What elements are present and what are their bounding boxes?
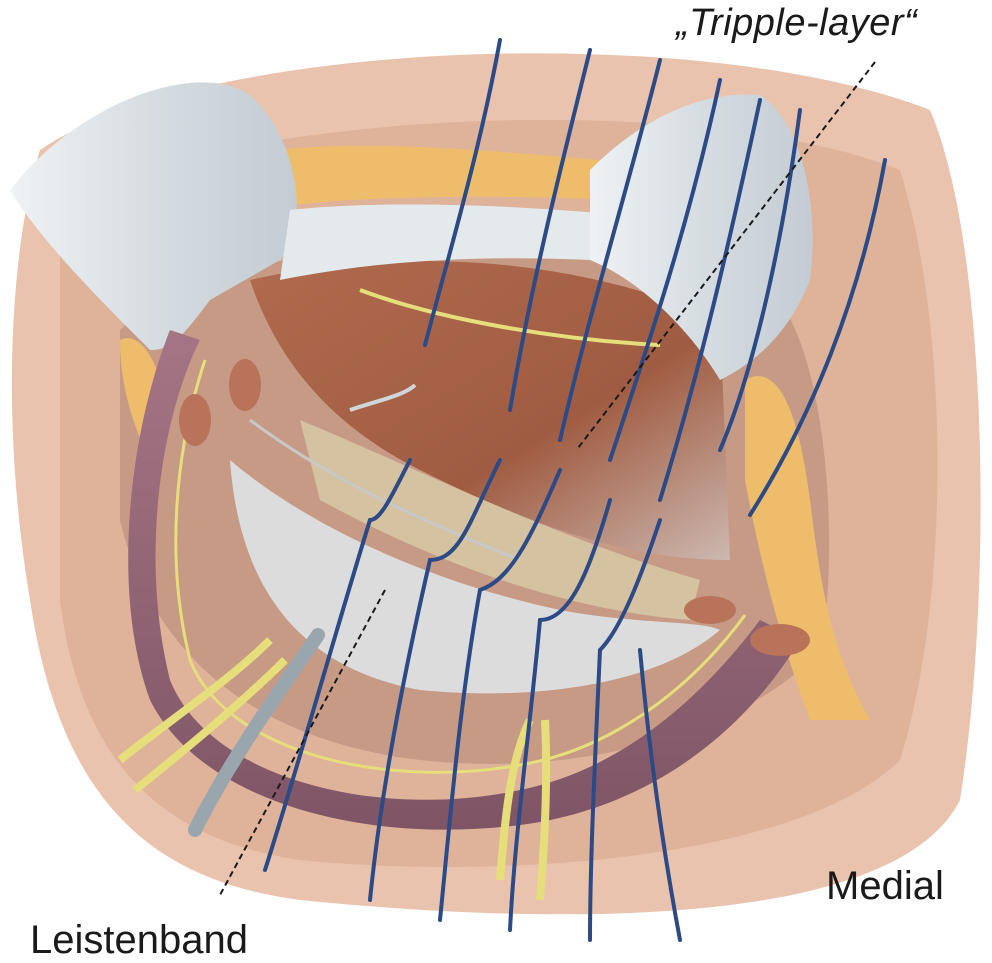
suture-18 (598, 518, 662, 652)
cord-stump-3 (684, 596, 736, 624)
nerve-upper (359, 288, 661, 347)
retractor-left (10, 82, 297, 350)
retractor-top (280, 204, 620, 280)
nerve-left-1 (117, 637, 273, 764)
suture-7 (748, 158, 887, 517)
suture-1 (423, 38, 502, 347)
suture-12 (588, 648, 602, 942)
cord-stump-2 (229, 359, 261, 411)
cord-stump-1 (179, 394, 211, 446)
suture-group (263, 38, 887, 942)
suture-17 (538, 498, 612, 622)
fascia-sheet (230, 460, 720, 694)
retractor-right (590, 94, 813, 381)
suture-16 (478, 468, 562, 592)
suture-15 (428, 458, 502, 562)
suture-9 (368, 558, 432, 902)
leader-line-leistenband (219, 589, 386, 896)
probe-drain (188, 628, 325, 837)
suture-2 (508, 48, 592, 412)
leader-line-tripple (577, 61, 876, 449)
suture-13 (638, 648, 682, 942)
label-medial: Medial (826, 864, 944, 908)
suture-8 (263, 518, 372, 872)
suture-14 (368, 458, 412, 522)
label-leistenband: Leistenband (30, 918, 248, 962)
fat-right (745, 376, 870, 720)
suture-6 (718, 108, 802, 452)
nerve-lower-2 (536, 719, 551, 901)
nerve-left-2 (132, 657, 288, 794)
suture-5 (658, 98, 762, 502)
suture-10 (438, 588, 482, 922)
label-tripple-layer: „Tripple-layer“ (676, 2, 918, 44)
transversalis-band (300, 420, 700, 620)
suture-3 (558, 58, 662, 442)
fat-top (270, 145, 620, 205)
muscle-layer (250, 260, 730, 560)
suture-4 (608, 78, 722, 462)
cord-stump-4 (750, 624, 810, 656)
needle (349, 383, 417, 412)
suture-11 (508, 618, 542, 932)
nerve-lower-1 (496, 718, 534, 881)
